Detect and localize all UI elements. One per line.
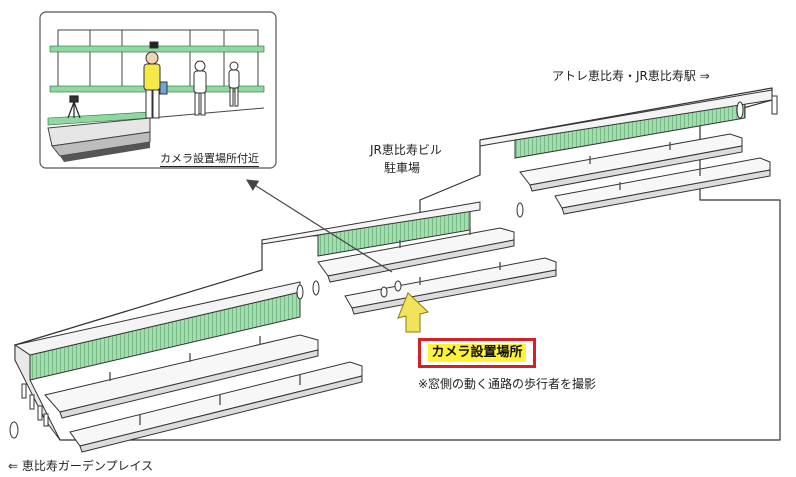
camera-location-box: カメラ設置場所 bbox=[418, 338, 536, 368]
pointer-arrow-icon bbox=[245, 179, 393, 273]
camera-location-label: カメラ設置場所 bbox=[428, 344, 526, 362]
camera-icon bbox=[67, 95, 81, 119]
middle-window-band bbox=[261, 201, 481, 257]
pedestrian-figures bbox=[380, 280, 402, 298]
garden-place-direction-label: ⇐ 恵比寿ガーデンプレイス bbox=[8, 459, 154, 473]
inset-caption: カメラ設置場所付近 bbox=[160, 152, 259, 167]
right-window-band bbox=[479, 89, 773, 159]
moving-walkways bbox=[44, 133, 771, 453]
atre-direction-label: アトレ恵比寿・JR恵比寿駅 ⇒ bbox=[552, 69, 710, 83]
left-window-band bbox=[13, 281, 301, 441]
jr-building-label: JR恵比寿ビル bbox=[370, 143, 442, 157]
walkway-segments bbox=[109, 142, 701, 425]
up-arrow-icon bbox=[397, 292, 430, 333]
inset-scene bbox=[39, 11, 277, 169]
photographer-figure bbox=[143, 41, 168, 119]
parking-label: 駐車場 bbox=[384, 161, 421, 175]
bollards bbox=[9, 95, 778, 439]
note-label: ※窓側の動く通路の歩行者を撮影 bbox=[418, 377, 597, 391]
